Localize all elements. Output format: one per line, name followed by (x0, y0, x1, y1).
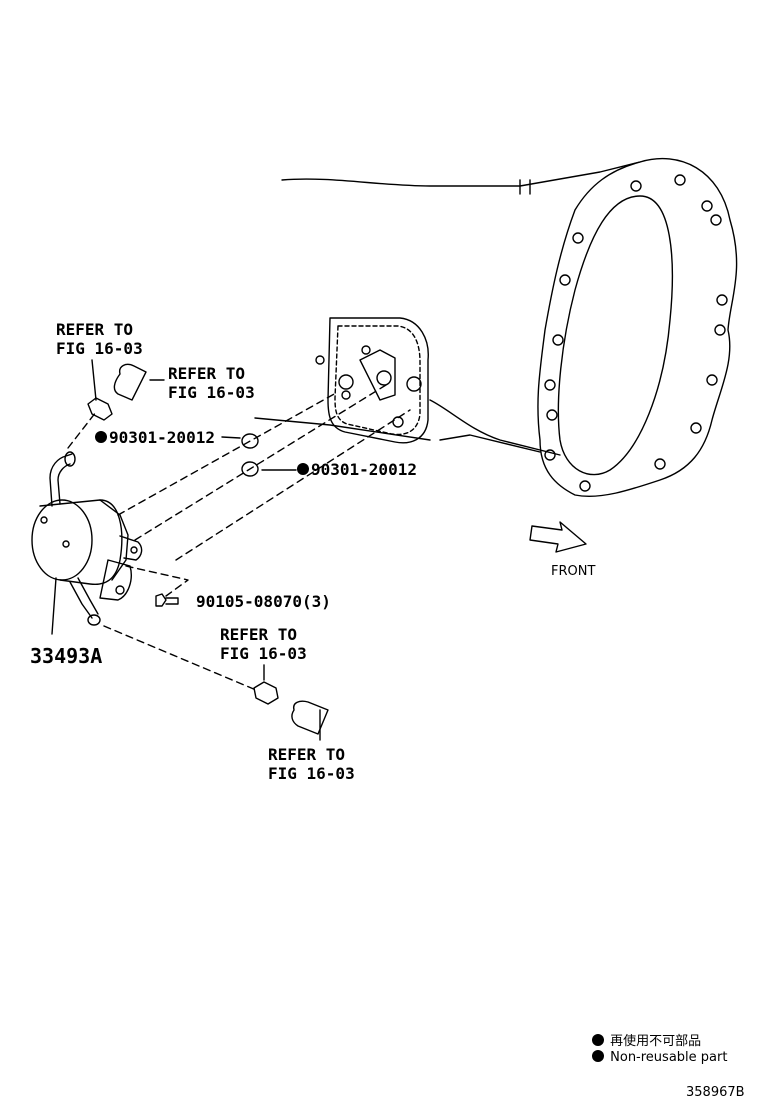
upper-hose (113, 363, 147, 401)
o-ring-lower-part-number: 90301-20012 (311, 460, 417, 479)
front-arrow (529, 521, 587, 553)
refer-callout-1: REFER TO FIG 16-03 (56, 320, 143, 358)
oil-cooler-body (31, 499, 93, 581)
bolt-part-number: 90105-08070(3) (196, 592, 331, 611)
bolt (155, 593, 179, 607)
lower-clamp (253, 681, 279, 705)
bell-housing-flange (537, 157, 738, 498)
legend-non-reusable-jp: 再使用不可部品 (592, 1030, 701, 1049)
front-label: FRONT (551, 564, 596, 579)
diagram-id: 358967B (686, 1085, 745, 1100)
refer-callout-4: REFER TO FIG 16-03 (268, 745, 355, 783)
non-reusable-dot-icon (592, 1050, 604, 1062)
non-reusable-dot-icon (592, 1034, 604, 1046)
lower-hose (291, 700, 329, 735)
legend-non-reusable-en: Non-reusable part (592, 1050, 727, 1065)
cooler-lower-pipe (69, 581, 93, 619)
bell-housing-inner (557, 195, 674, 476)
cooler-upper-pipe (49, 453, 73, 507)
o-ring-lower (241, 461, 259, 477)
transmission-case-outline (281, 161, 641, 187)
cooler-part-number: 33493A (30, 644, 103, 668)
o-ring-upper-part-number: 90301-20012 (109, 428, 215, 447)
upper-clamp (87, 397, 113, 421)
refer-callout-2: REFER TO FIG 16-03 (168, 364, 255, 402)
refer-callout-3: REFER TO FIG 16-03 (220, 625, 307, 663)
o-ring-upper (241, 433, 259, 449)
